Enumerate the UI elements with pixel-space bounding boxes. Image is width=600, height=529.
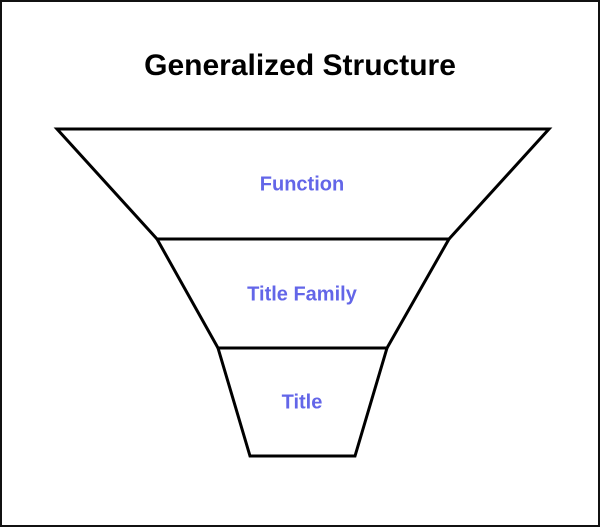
- diagram-title: Generalized Structure: [144, 49, 456, 82]
- funnel-label-function: Function: [260, 173, 344, 195]
- funnel-label-title-family: Title Family: [247, 283, 358, 305]
- funnel-label-title: Title: [282, 391, 323, 413]
- funnel-level-title: [215, 346, 390, 458]
